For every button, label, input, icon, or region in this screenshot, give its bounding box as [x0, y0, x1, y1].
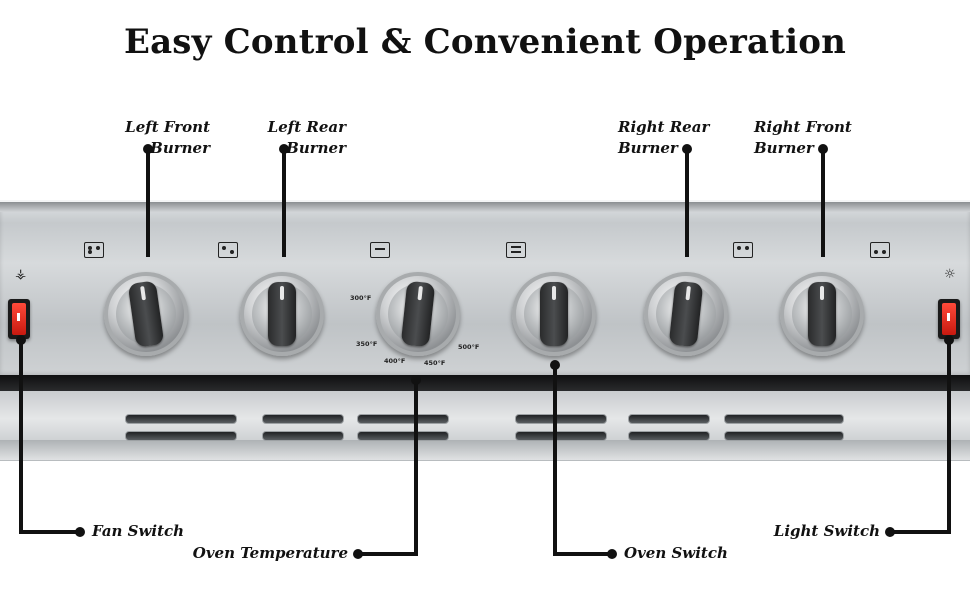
label-right-rear-burner: Right Rear Burner: [618, 117, 718, 159]
temp-mark-450: 450°F: [424, 359, 446, 367]
right-front-burner-knob[interactable]: [780, 272, 864, 356]
right-rear-burner-knob[interactable]: [644, 272, 728, 356]
fan-icon: ⚶: [15, 267, 27, 282]
vent-slot: [628, 431, 710, 441]
panel-trim-strip: [0, 375, 970, 391]
control-panel: ⚶ ☼ 300°F 350°F 400°F 450°F 500°F: [0, 200, 970, 377]
label-line: Burner: [150, 139, 210, 157]
oven-temp-icon: [370, 242, 390, 258]
leader-dot: [607, 549, 617, 559]
label-right-front-burner: Right Front Burner: [754, 117, 854, 159]
vent-slot: [515, 414, 607, 424]
label-line: Burner: [618, 139, 678, 157]
leader-oven-switch: [553, 363, 614, 556]
label-line: Burner: [286, 139, 346, 157]
label-fan-switch: Fan Switch: [92, 522, 185, 540]
label-line: Left Rear: [267, 118, 346, 136]
leader-dot: [353, 549, 363, 559]
oven-door-edge: [0, 440, 970, 460]
light-switch[interactable]: [938, 299, 960, 339]
label-left-rear-burner: Left Rear Burner: [246, 117, 346, 159]
leader-dot: [16, 335, 26, 345]
vent-slot: [724, 414, 844, 424]
vent-slot: [125, 431, 237, 441]
vent-slot: [724, 431, 844, 441]
label-light-switch: Light Switch: [773, 522, 880, 540]
label-line: Left Front: [125, 118, 210, 136]
vent-slot: [515, 431, 607, 441]
label-oven-temperature: Oven Temperature: [192, 544, 348, 562]
page-title: Easy Control & Convenient Operation: [123, 22, 847, 62]
vent-slot: [357, 431, 449, 441]
left-rear-burner-knob[interactable]: [240, 272, 324, 356]
left-front-burner-icon: [84, 242, 104, 258]
vent-slot: [125, 414, 237, 424]
vent-slot: [628, 414, 710, 424]
oven-mode-icon: [506, 242, 526, 258]
right-rear-burner-icon: [733, 242, 753, 258]
vent-slot: [262, 414, 344, 424]
temp-mark-350: 350°F: [356, 340, 378, 348]
light-icon: ☼: [944, 267, 956, 282]
vent-slot: [262, 431, 344, 441]
leader-dot: [143, 144, 153, 154]
leader-fan-switch: [19, 338, 82, 534]
label-line: Burner: [754, 139, 814, 157]
leader-dot: [75, 527, 85, 537]
left-front-burner-knob[interactable]: [104, 272, 188, 356]
leader-dot: [818, 144, 828, 154]
leader-dot: [944, 335, 954, 345]
vent-slot: [357, 414, 449, 424]
leader-dot: [411, 375, 421, 385]
fan-switch[interactable]: [8, 299, 30, 339]
label-oven-switch: Oven Switch: [624, 544, 728, 562]
leader-dot: [682, 144, 692, 154]
leader-dot: [550, 360, 560, 370]
oven-switch-knob[interactable]: [512, 272, 596, 356]
leader-oven-temperature: [356, 378, 418, 556]
left-rear-burner-icon: [218, 242, 238, 258]
label-line: Right Front: [754, 118, 852, 136]
label-line: Right Rear: [618, 118, 710, 136]
label-left-front-burner: Left Front Burner: [110, 117, 210, 159]
leader-light-switch: [888, 338, 951, 534]
temp-mark-500: 500°F: [458, 343, 480, 351]
leader-dot: [885, 527, 895, 537]
oven-temperature-knob[interactable]: [376, 272, 460, 356]
temp-mark-400: 400°F: [384, 357, 406, 365]
temp-mark-300: 300°F: [350, 294, 372, 302]
right-front-burner-icon: [870, 242, 890, 258]
leader-dot: [279, 144, 289, 154]
